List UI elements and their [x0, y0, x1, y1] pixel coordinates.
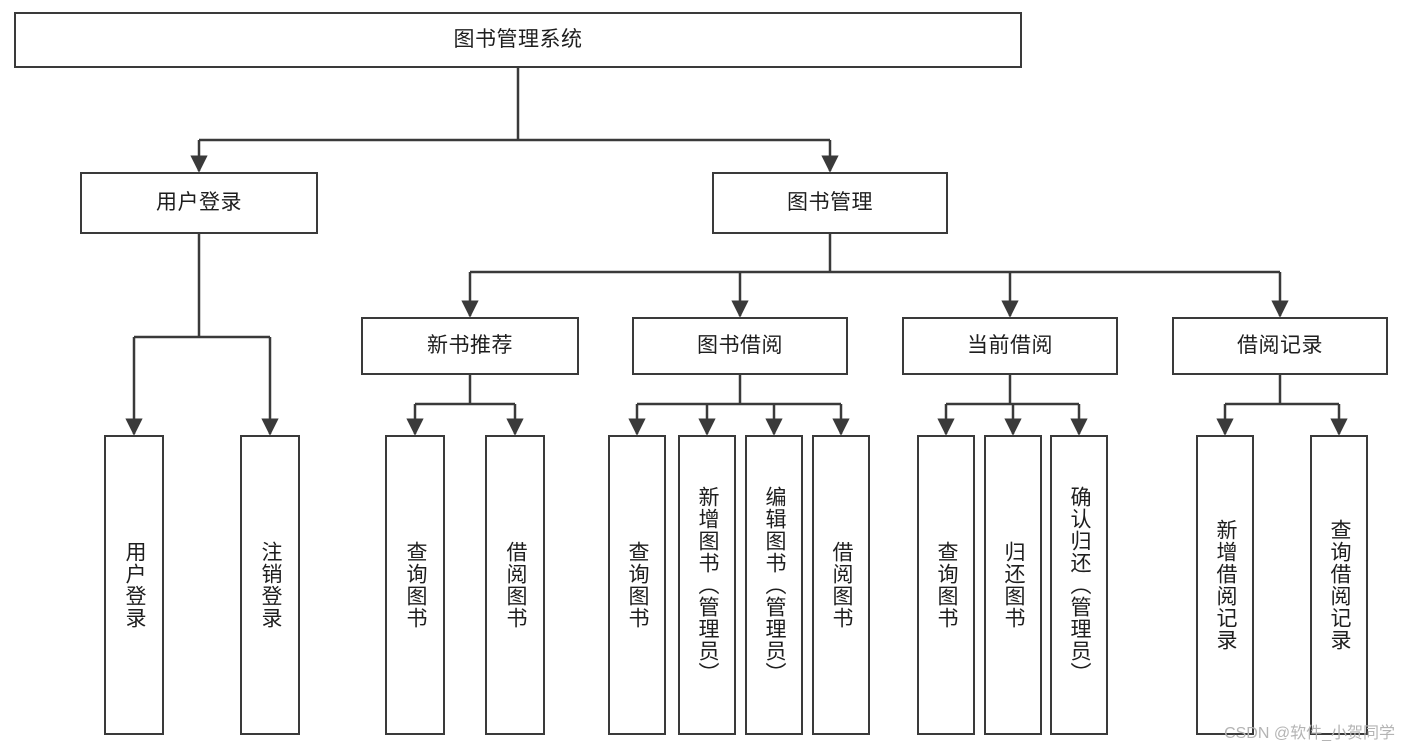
node-label: 查询图书 [626, 541, 650, 629]
node-leaf6: 新增图书（管理员） [678, 435, 736, 735]
node-label: 归还图书 [1002, 541, 1026, 629]
node-label: 借阅图书 [504, 541, 528, 629]
node-leaf4: 借阅图书 [485, 435, 545, 735]
node-leaf7: 编辑图书（管理员） [745, 435, 803, 735]
node-label: 新增图书（管理员） [696, 486, 720, 684]
node-label: 新书推荐 [427, 334, 513, 358]
node-login: 用户登录 [80, 172, 318, 234]
node-leaf3: 查询图书 [385, 435, 445, 735]
node-label: 编辑图书（管理员） [763, 486, 787, 684]
node-label: 借阅记录 [1237, 334, 1323, 358]
node-label: 查询图书 [404, 541, 428, 629]
node-leaf8: 借阅图书 [812, 435, 870, 735]
node-current: 当前借阅 [902, 317, 1118, 375]
node-label: 查询图书 [935, 541, 959, 629]
node-label: 当前借阅 [967, 334, 1053, 358]
node-leaf11: 确认归还（管理员） [1050, 435, 1108, 735]
node-borrow: 图书借阅 [632, 317, 848, 375]
node-label: 新增借阅记录 [1214, 519, 1238, 651]
node-records: 借阅记录 [1172, 317, 1388, 375]
node-newbook: 新书推荐 [361, 317, 579, 375]
node-label: 用户登录 [123, 541, 147, 629]
node-label: 确认归还（管理员） [1068, 486, 1092, 684]
node-label: 查询借阅记录 [1328, 519, 1352, 651]
node-leaf5: 查询图书 [608, 435, 666, 735]
node-leaf12: 新增借阅记录 [1196, 435, 1254, 735]
node-leaf9: 查询图书 [917, 435, 975, 735]
node-root: 图书管理系统 [14, 12, 1022, 68]
node-label: 用户登录 [156, 191, 242, 215]
node-leaf10: 归还图书 [984, 435, 1042, 735]
node-label: 注销登录 [259, 541, 283, 629]
node-bookmgr: 图书管理 [712, 172, 948, 234]
node-leaf1: 用户登录 [104, 435, 164, 735]
node-label: 图书管理系统 [453, 28, 583, 52]
node-label: 图书借阅 [697, 334, 783, 358]
node-label: 图书管理 [787, 191, 873, 215]
node-label: 借阅图书 [830, 541, 854, 629]
node-leaf2: 注销登录 [240, 435, 300, 735]
node-leaf13: 查询借阅记录 [1310, 435, 1368, 735]
